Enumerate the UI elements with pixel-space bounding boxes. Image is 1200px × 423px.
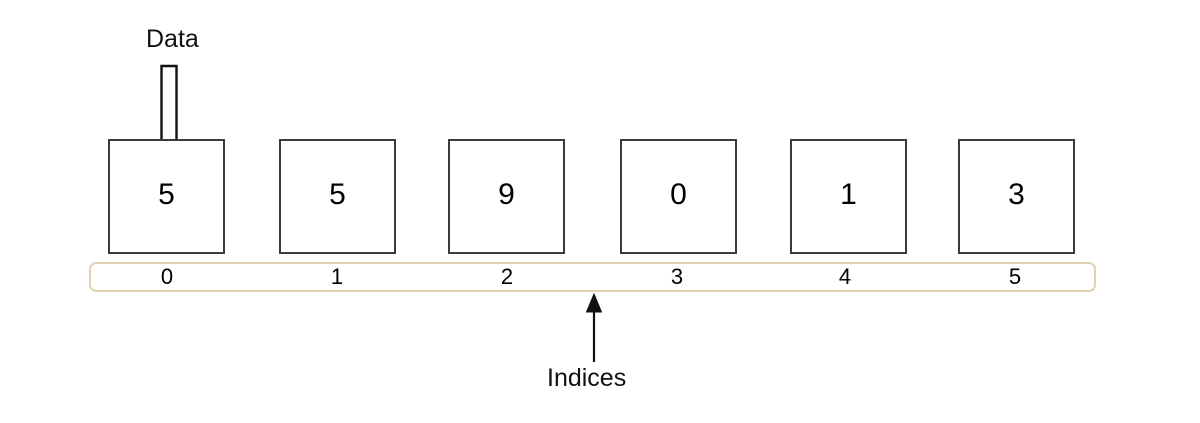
array-cell-value: 1	[840, 177, 857, 211]
index-label: 4	[838, 264, 852, 289]
index-label: 0	[160, 264, 174, 289]
indices-callout-label: Indices	[547, 364, 627, 392]
array-cell[interactable]: 5	[108, 139, 225, 254]
array-cell-row: 5 5 9 0 1 3	[108, 139, 1076, 255]
array-cell[interactable]: 0	[620, 139, 737, 254]
index-label: 5	[1008, 264, 1022, 289]
index-label: 2	[500, 264, 514, 289]
data-callout-label: Data	[146, 25, 199, 53]
index-label: 3	[670, 264, 684, 289]
array-cell-value: 5	[329, 177, 346, 211]
array-cell-value: 3	[1008, 177, 1025, 211]
array-cell[interactable]: 1	[790, 139, 907, 254]
array-cell-value: 5	[158, 177, 175, 211]
array-cell[interactable]: 3	[958, 139, 1075, 254]
index-bar	[89, 262, 1096, 292]
index-label: 1	[330, 264, 344, 289]
array-cell-value: 0	[670, 177, 687, 211]
array-cell[interactable]: 5	[279, 139, 396, 254]
array-cell[interactable]: 9	[448, 139, 565, 254]
array-cell-value: 9	[498, 177, 515, 211]
thin-up-arrow-icon	[580, 292, 608, 364]
